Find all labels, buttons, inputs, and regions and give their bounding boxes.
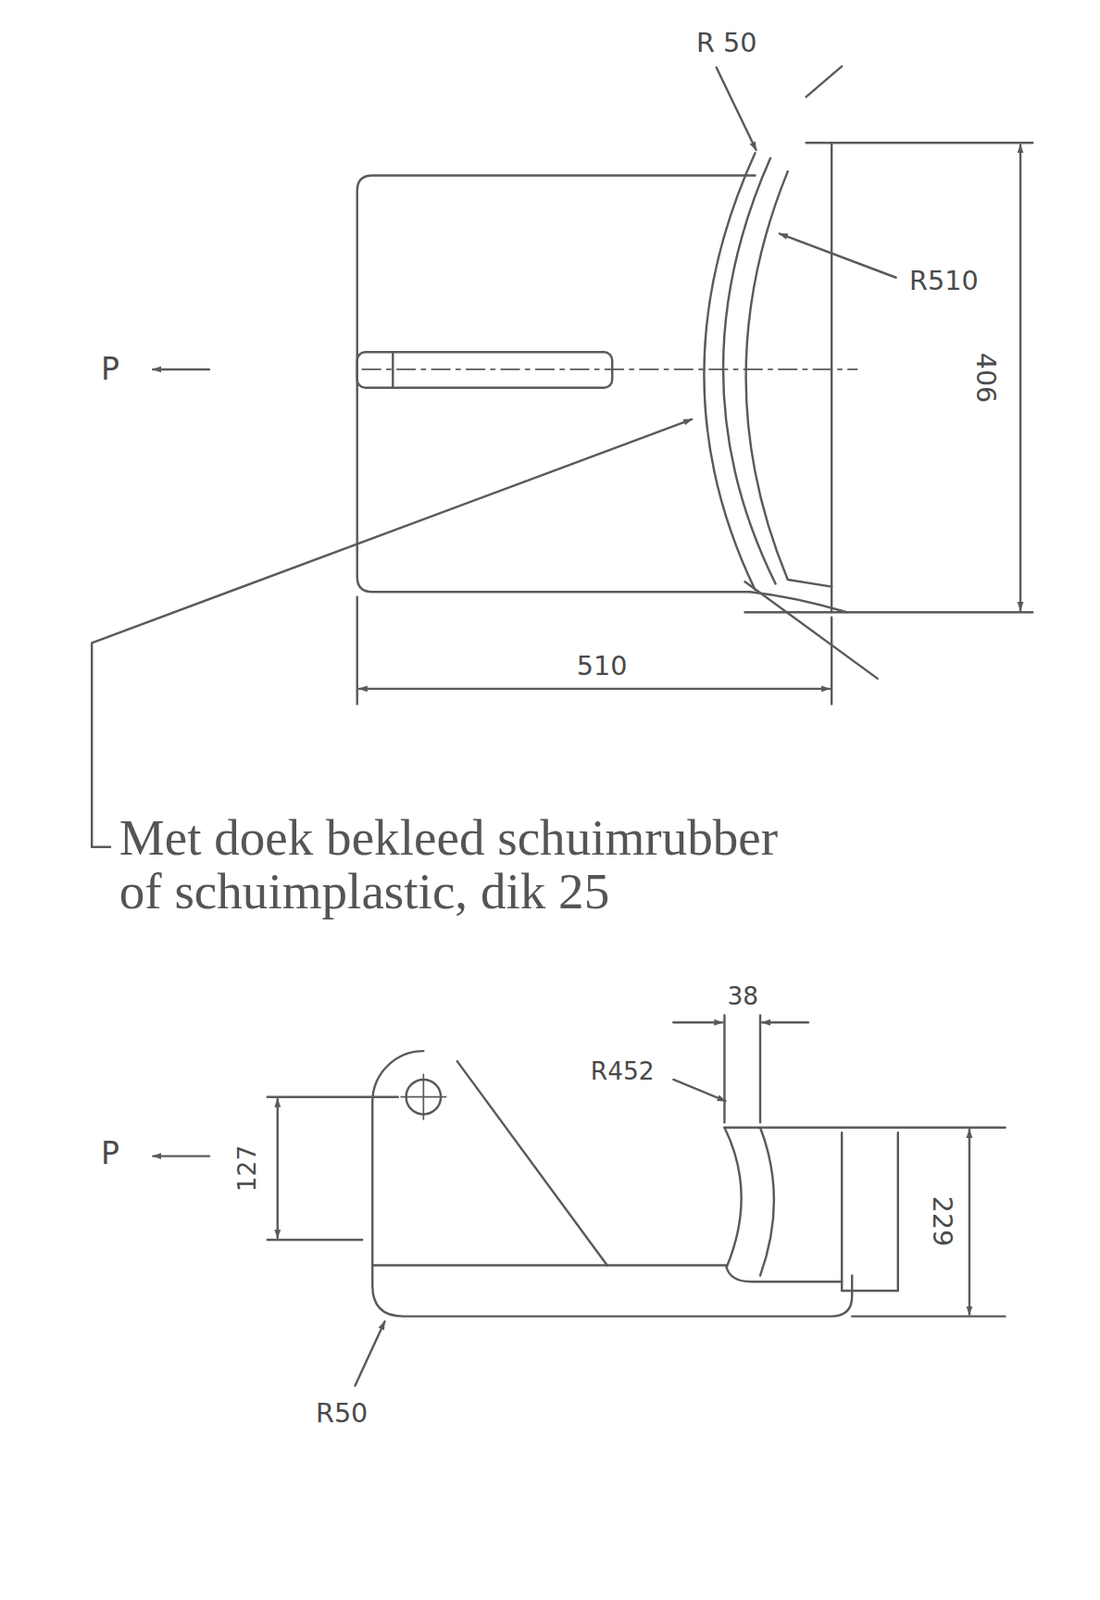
leader-line	[91, 419, 692, 848]
dimension-label: 229	[929, 1194, 957, 1250]
leader-line	[716, 67, 757, 150]
extension-line	[357, 597, 832, 705]
radius-label: R50	[313, 1400, 370, 1427]
radius-label: R510	[907, 267, 981, 295]
dimension-line	[762, 1021, 809, 1024]
extension-line	[851, 1314, 1005, 1317]
body-outline	[372, 1050, 852, 1317]
cushion-inner	[760, 1127, 775, 1276]
cushion-base	[726, 1267, 843, 1282]
dimension-line	[673, 1021, 723, 1024]
dimension-line	[968, 1129, 971, 1314]
tick-line	[806, 66, 843, 98]
center-mark	[400, 1074, 446, 1119]
rod-collar	[391, 351, 394, 388]
leader-line	[91, 845, 111, 848]
leader-line	[355, 1321, 386, 1386]
dimension-label: 510	[575, 651, 630, 679]
radius-label: R452	[588, 1059, 657, 1084]
radius-label: R 50	[694, 29, 759, 57]
body-edge	[724, 1126, 1005, 1129]
body-edge	[841, 1132, 899, 1291]
extension-line	[267, 1097, 399, 1240]
dimension-line	[359, 687, 830, 690]
cushion-outer	[724, 1127, 741, 1268]
dimension-label: 38	[725, 983, 761, 1008]
body-edge	[830, 142, 833, 613]
force-label: P	[99, 353, 122, 385]
arrow	[152, 368, 210, 371]
arrow	[152, 1154, 210, 1157]
center-line	[362, 368, 857, 371]
extension-line	[744, 142, 1033, 613]
dimension-line	[1019, 144, 1022, 611]
dimension-label: 406	[972, 350, 1000, 405]
leader-line	[779, 233, 897, 277]
body-outline	[357, 175, 756, 593]
leader-line	[673, 1079, 725, 1101]
radius-line	[744, 581, 877, 679]
extension-line	[724, 1015, 761, 1124]
dimension-label: 127	[234, 1143, 259, 1194]
base-edge	[372, 1263, 726, 1266]
cushion-inner	[746, 171, 833, 588]
dimension-line	[276, 1099, 279, 1238]
lug-edge	[457, 1061, 608, 1265]
force-label: P	[99, 1138, 122, 1170]
material-note: Met doek bekleed schuimrubber of schuimp…	[117, 811, 792, 919]
